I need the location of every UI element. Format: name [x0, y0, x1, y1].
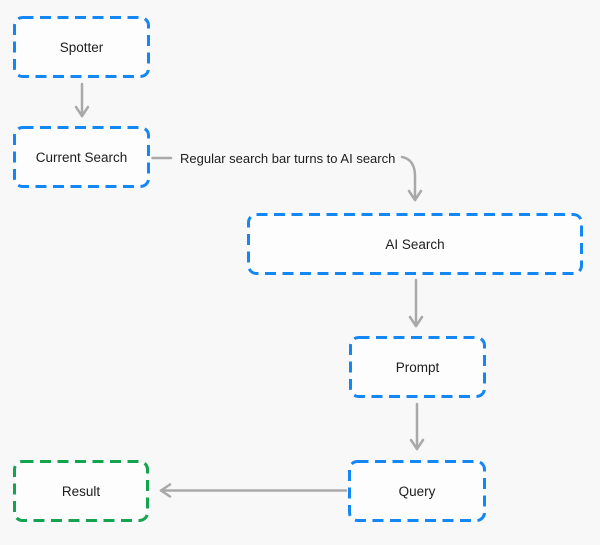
node-current-search-box — [13, 126, 150, 188]
arrow-annotation-to-ai-search — [400, 155, 423, 202]
node-result[interactable]: Result — [13, 460, 149, 522]
node-current-search[interactable]: Current Search — [13, 126, 150, 188]
node-spotter[interactable]: Spotter — [13, 16, 150, 78]
node-spotter-box — [13, 16, 150, 78]
node-ai-search-label: AI Search — [385, 237, 444, 252]
node-ai-search-box — [247, 213, 583, 275]
annotation-text: Regular search bar turns to AI search — [180, 151, 395, 166]
node-result-box — [13, 460, 149, 522]
node-query-label: Query — [399, 484, 436, 499]
node-prompt[interactable]: Prompt — [349, 336, 486, 398]
node-prompt-label: Prompt — [396, 360, 440, 375]
node-current-search-label: Current Search — [36, 150, 128, 165]
node-result-label: Result — [62, 484, 101, 499]
node-spotter-label: Spotter — [60, 40, 104, 55]
node-query-box — [348, 460, 486, 522]
node-query[interactable]: Query — [348, 460, 486, 522]
node-prompt-box — [349, 336, 486, 398]
node-ai-search[interactable]: AI Search — [247, 213, 583, 275]
